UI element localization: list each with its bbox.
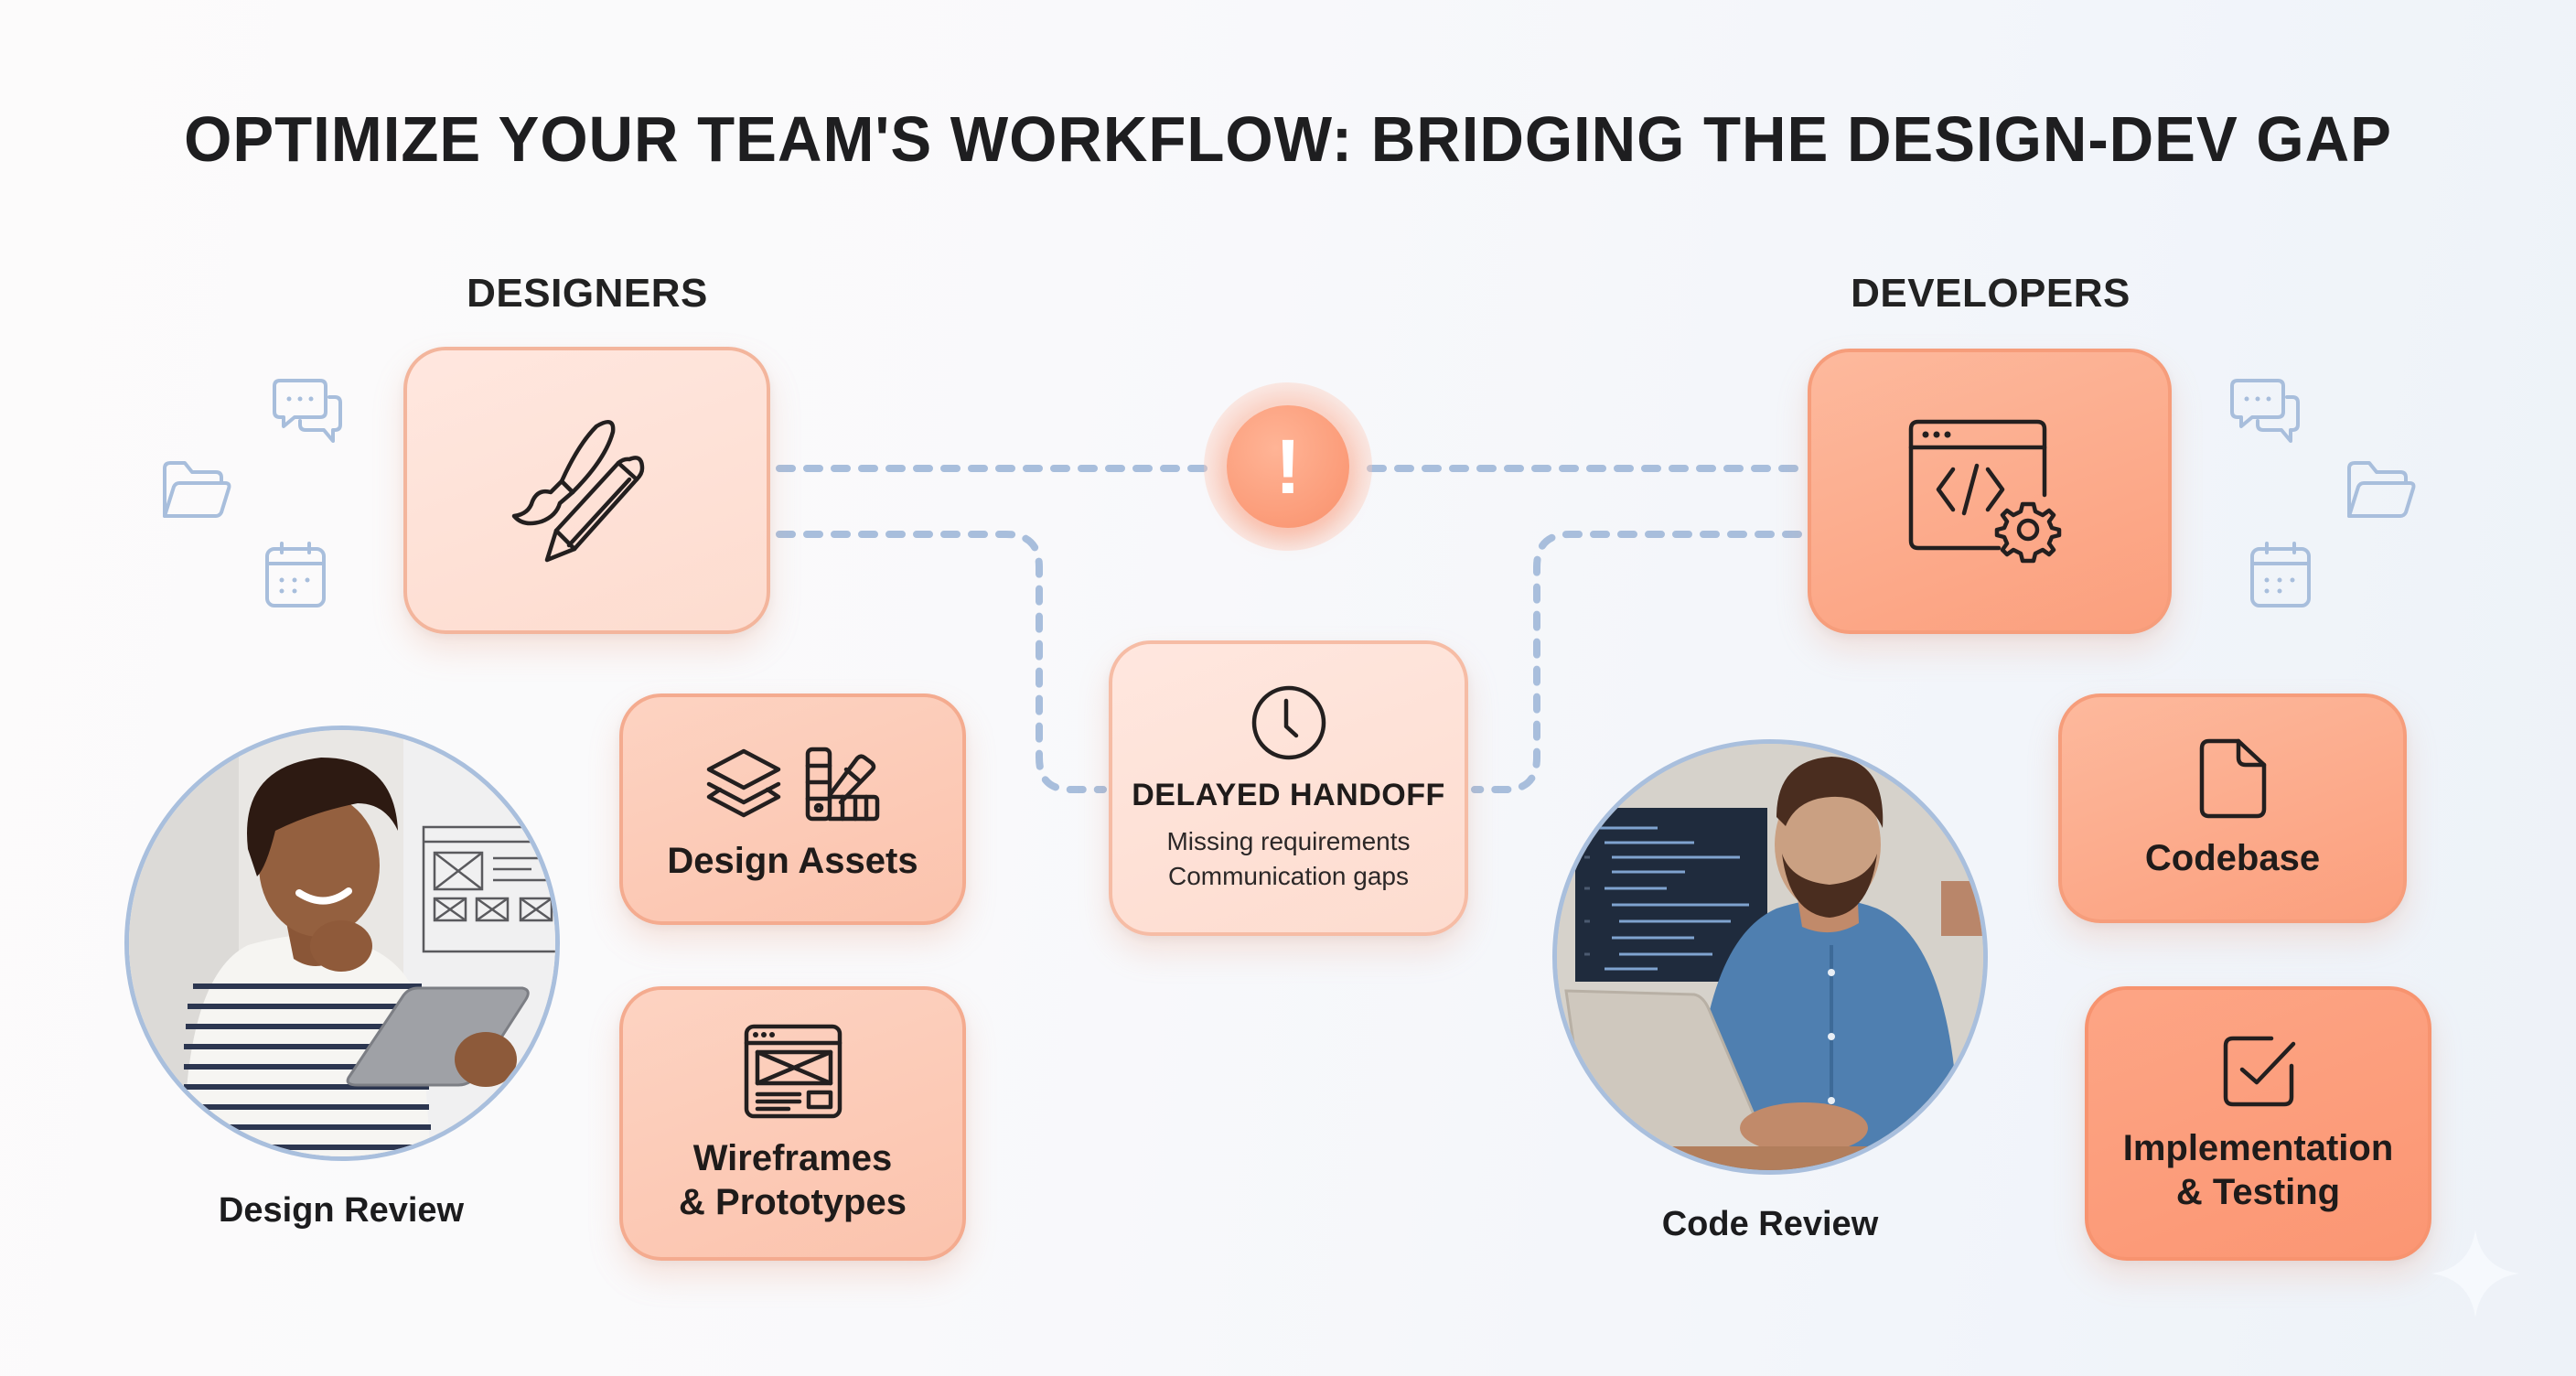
card-label: Codebase (2144, 837, 2321, 878)
card-label: Implementation & Testing (2123, 1126, 2394, 1214)
design-review-caption: Design Review (218, 1191, 465, 1230)
folder-icon (2347, 461, 2416, 518)
calendar-icon (265, 542, 326, 607)
wireframes-prototypes-card[interactable]: Wireframes & Prototypes (619, 986, 966, 1261)
codebase-card[interactable]: Codebase (2058, 693, 2407, 923)
page-title: OPTIMIZE YOUR TEAM'S WORKFLOW: BRIDGING … (184, 103, 2392, 175)
card-label: Wireframes & Prototypes (679, 1136, 907, 1224)
card-label-line: Wireframes (692, 1138, 893, 1178)
card-label-line: Implementation (2122, 1128, 2394, 1168)
card-label-line: & Prototypes (679, 1182, 907, 1222)
brush-pencil-icon (511, 419, 644, 563)
wireframe-browser-icon (744, 1024, 842, 1119)
designers-card[interactable] (403, 347, 770, 634)
designers-label: DESIGNERS (467, 271, 708, 316)
card-label: Design Assets (667, 840, 918, 881)
color-swatch-icon (805, 747, 879, 821)
card-label-line: & Testing (2175, 1172, 2341, 1212)
warning-icon: ! (1227, 405, 1349, 528)
document-icon (2199, 738, 2266, 818)
designer-photo (124, 726, 560, 1161)
developers-label: DEVELOPERS (1851, 271, 2131, 316)
code-window-gear-icon (1908, 419, 2062, 564)
handoff-details: Missing requirements Communication gaps (1166, 824, 1410, 894)
implementation-testing-card[interactable]: Implementation & Testing (2085, 986, 2431, 1261)
designer-illustration (129, 730, 555, 1156)
calendar-icon (2250, 542, 2311, 607)
handoff-line: Communication gaps (1167, 862, 1409, 890)
developer-photo (1552, 739, 1988, 1175)
clock-icon (1251, 685, 1326, 760)
developer-illustration (1557, 744, 1983, 1170)
delayed-handoff-card[interactable]: DELAYED HANDOFF Missing requirements Com… (1109, 640, 1468, 936)
sparkle-icon (2431, 1230, 2519, 1317)
checkbox-icon (2223, 1036, 2295, 1107)
handoff-title: DELAYED HANDOFF (1132, 778, 1445, 812)
developers-card[interactable] (1808, 349, 2172, 634)
chat-bubbles-icon (273, 379, 342, 443)
handoff-line: Missing requirements (1166, 827, 1411, 855)
design-assets-card[interactable]: Design Assets (619, 693, 966, 925)
code-review-caption: Code Review (1661, 1205, 1879, 1243)
layers-icon (706, 748, 780, 817)
folder-icon (163, 461, 231, 518)
chat-bubbles-icon (2230, 379, 2300, 443)
